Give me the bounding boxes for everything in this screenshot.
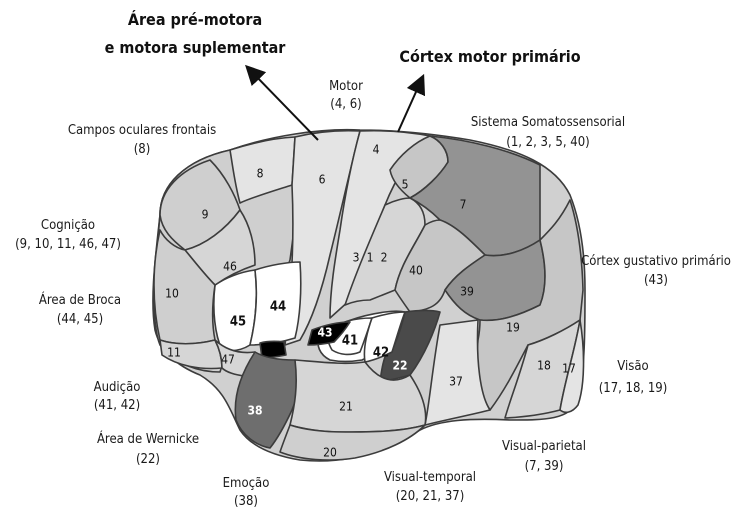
label-visual-parietal-name: Visual-parietal	[502, 439, 586, 454]
area-label-11: 11	[167, 346, 181, 360]
label-visual-temporal-name: Visual-temporal	[384, 470, 476, 485]
area-label-5: 5	[402, 178, 409, 192]
title-premotor-line1: Área pré-motora	[128, 10, 262, 29]
label-somato-areas: (1, 2, 3, 5, 40)	[506, 135, 589, 150]
area-label-9: 9	[202, 208, 209, 222]
area-label-7: 7	[460, 198, 467, 212]
region-area-20	[279, 424, 426, 461]
area-label-45: 45	[230, 315, 246, 330]
label-frontal-eye-areas: (8)	[134, 142, 151, 157]
label-emotion-name: Emoção	[223, 476, 270, 491]
label-wernicke-areas: (22)	[136, 452, 160, 467]
title-primary-motor: Córtex motor primário	[399, 47, 580, 66]
area-label-38: 38	[247, 404, 262, 418]
label-cognition: Cognição (9, 10, 11, 46, 47)	[15, 218, 121, 252]
label-motor-areas: (4, 6)	[330, 97, 361, 112]
region-area-10	[153, 229, 216, 345]
label-gustatory: Córtex gustativo primário (43)	[581, 254, 731, 288]
label-somato-name: Sistema Somatossensorial	[471, 115, 625, 130]
area-label-17: 17	[562, 362, 576, 376]
area-label-2: 2	[381, 251, 388, 265]
area-label-37: 37	[449, 375, 463, 389]
label-vision-name: Visão	[617, 359, 648, 374]
label-somato: Sistema Somatossensorial (1, 2, 3, 5, 40…	[471, 115, 625, 150]
area-label-47: 47	[221, 353, 235, 367]
title-premotor-line2: e motora suplementar	[105, 38, 287, 57]
area-label-46: 46	[223, 260, 237, 274]
area-label-3: 3	[353, 251, 360, 265]
area-label-40: 40	[409, 264, 423, 278]
label-visual-parietal-areas: (7, 39)	[525, 459, 564, 474]
area-label-8: 8	[257, 167, 264, 181]
region-area-37	[424, 319, 491, 426]
label-broca: Área de Broca (44, 45)	[39, 292, 121, 327]
area-label-43: 43	[317, 326, 332, 340]
label-frontal-eye-name: Campos oculares frontais	[68, 123, 216, 138]
label-gustatory-name: Córtex gustativo primário	[581, 254, 731, 269]
label-cognition-areas: (9, 10, 11, 46, 47)	[15, 237, 121, 252]
area-label-21: 21	[339, 400, 353, 414]
label-emotion-areas: (38)	[234, 494, 258, 509]
label-broca-name: Área de Broca	[39, 292, 121, 308]
area-label-6: 6	[319, 173, 326, 187]
label-hearing: Audição (41, 42)	[94, 380, 141, 413]
area-label-22: 22	[392, 359, 407, 373]
area-label-44: 44	[270, 300, 286, 315]
area-label-41: 41	[342, 334, 358, 349]
area-label-20: 20	[323, 446, 337, 460]
label-wernicke-name: Área de Wernicke	[97, 431, 199, 447]
area-label-4: 4	[373, 143, 380, 157]
region-area-42	[363, 311, 406, 363]
area-label-19: 19	[506, 321, 520, 335]
label-hearing-name: Audição	[94, 380, 141, 395]
region-area-44	[249, 261, 302, 346]
label-visual-temporal: Visual-temporal (20, 21, 37)	[384, 470, 476, 504]
region-area-8	[229, 136, 296, 204]
label-motor-name: Motor	[329, 79, 363, 94]
label-vision: Visão (17, 18, 19)	[599, 359, 668, 396]
label-visual-temporal-areas: (20, 21, 37)	[396, 489, 465, 504]
area-label-42: 42	[373, 346, 389, 361]
region-area-38	[234, 351, 300, 449]
label-vision-areas: (17, 18, 19)	[599, 381, 668, 396]
label-emotion: Emoção (38)	[223, 476, 270, 509]
label-visual-parietal: Visual-parietal (7, 39)	[502, 439, 586, 474]
label-motor: Motor (4, 6)	[329, 79, 363, 112]
label-frontal-eye: Campos oculares frontais (8)	[68, 123, 216, 157]
label-wernicke: Área de Wernicke (22)	[97, 431, 199, 467]
arrow-premotor	[245, 64, 319, 141]
region-area-17	[559, 319, 585, 414]
label-hearing-areas: (41, 42)	[94, 398, 140, 413]
label-gustatory-areas: (43)	[644, 273, 668, 288]
area-label-10: 10	[165, 287, 179, 301]
area-numbers: 8 6 4 5 7 9 46 10 44 45 43 41 42 3 1 2 4…	[165, 143, 576, 460]
area-label-18: 18	[537, 359, 551, 373]
arrow-primary-motor	[397, 73, 426, 133]
region-area-43	[307, 321, 351, 346]
area-label-1: 1	[367, 251, 374, 265]
area-label-39: 39	[460, 285, 474, 299]
label-broca-areas: (44, 45)	[57, 312, 103, 327]
label-cognition-name: Cognição	[41, 218, 95, 233]
